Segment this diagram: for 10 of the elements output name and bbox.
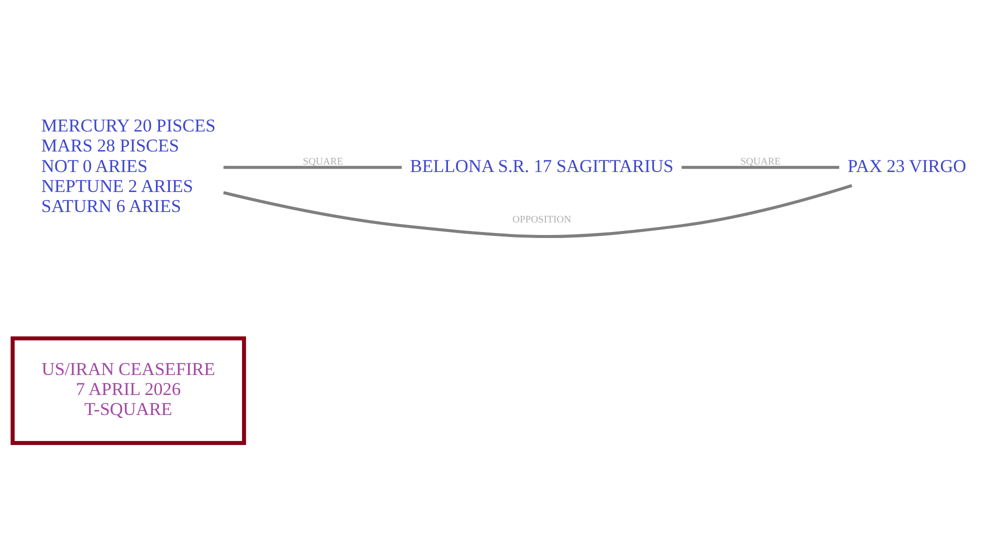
connector	[223, 165, 402, 168]
node-text: BELLONA S.R. 17 SAGITTARIUS	[410, 155, 674, 176]
node-text: PAX 23 VIRGO	[848, 155, 966, 176]
edge-label: OPPOSITION	[512, 214, 572, 226]
edge-label: SQUARE	[740, 156, 781, 167]
node-box: US/IRAN CEASEFIRE 7 APRIL 2026 T-SQUARE	[10, 336, 246, 444]
connector	[682, 165, 840, 168]
node-text: MERCURY 20 PISCES MARS 28 PISCES NOT 0 ARIES NEPTUNE 2 ARIES SATURN 6 ARIES	[41, 115, 216, 216]
edge-label: SQUARE	[302, 156, 344, 167]
connector	[223, 184, 852, 238]
